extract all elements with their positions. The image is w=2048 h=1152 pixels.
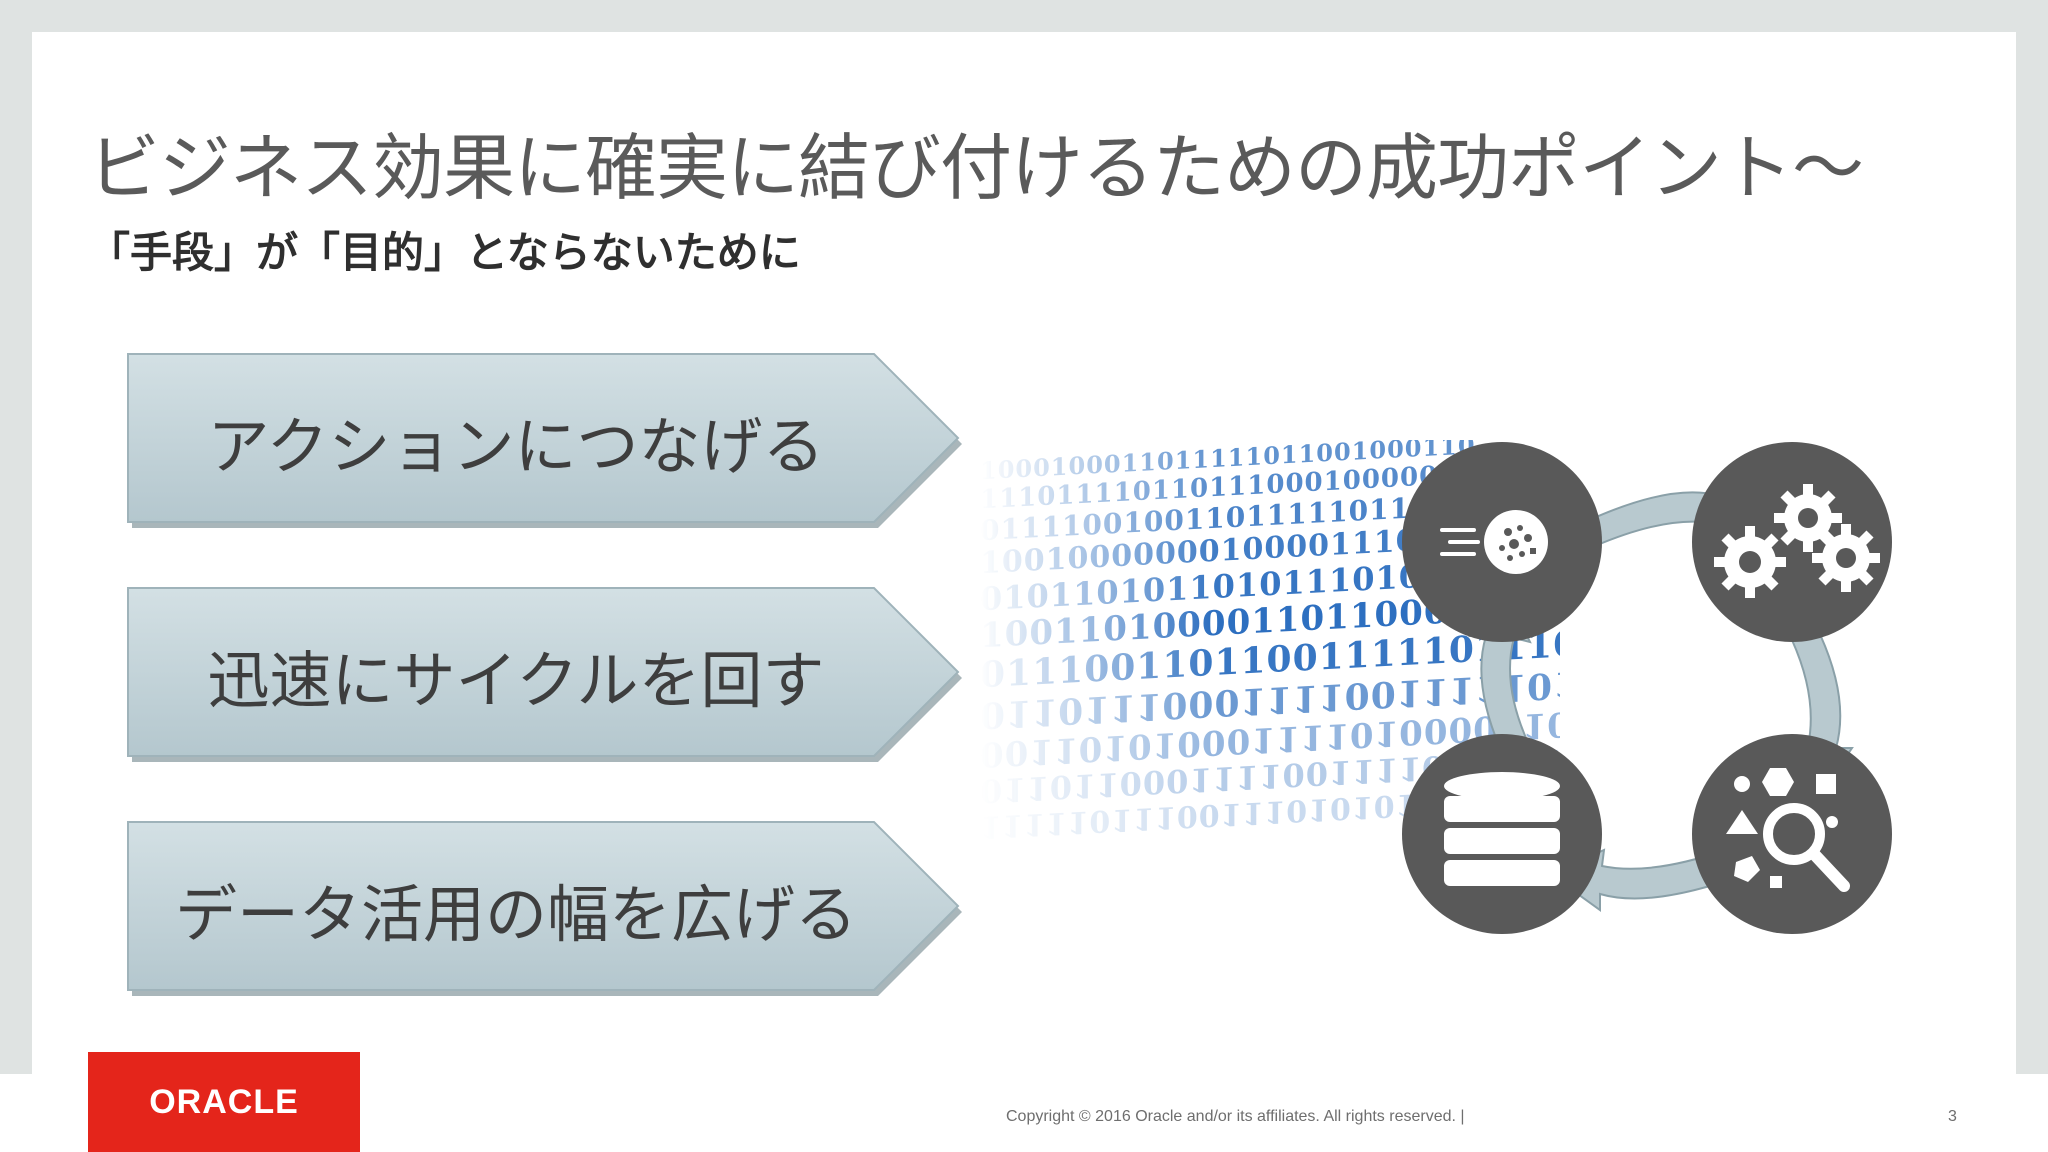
point-chevron-cycle: 迅速にサイクルを回す	[124, 584, 966, 766]
gears-icon	[1692, 442, 1892, 642]
chevron-label: 迅速にサイクルを回す	[207, 644, 825, 717]
point-chevron-action: アクションにつなげる	[124, 350, 966, 532]
chevron-label: アクションにつなげる	[207, 410, 825, 483]
oracle-logo: ORACLE	[88, 1052, 360, 1152]
data-cycle-diagram	[1390, 430, 1930, 950]
slide-subtitle: 「手段」が「目的」とならないために	[88, 228, 801, 277]
database-icon	[1402, 734, 1602, 934]
page-number: 3	[1948, 1108, 1957, 1125]
copyright-text: Copyright © 2016 Oracle and/or its affil…	[1006, 1108, 1465, 1125]
chevron-label: データ活用の幅を広げる	[174, 878, 857, 951]
oracle-logo-text: ORACLE	[149, 1082, 299, 1121]
slide-title: ビジネス効果に確実に結び付けるための成功ポイント～	[88, 126, 1864, 210]
speed-data-icon	[1402, 442, 1602, 642]
analytics-magnifier-icon	[1692, 734, 1892, 934]
point-chevron-data: データ活用の幅を広げる	[124, 818, 966, 1000]
